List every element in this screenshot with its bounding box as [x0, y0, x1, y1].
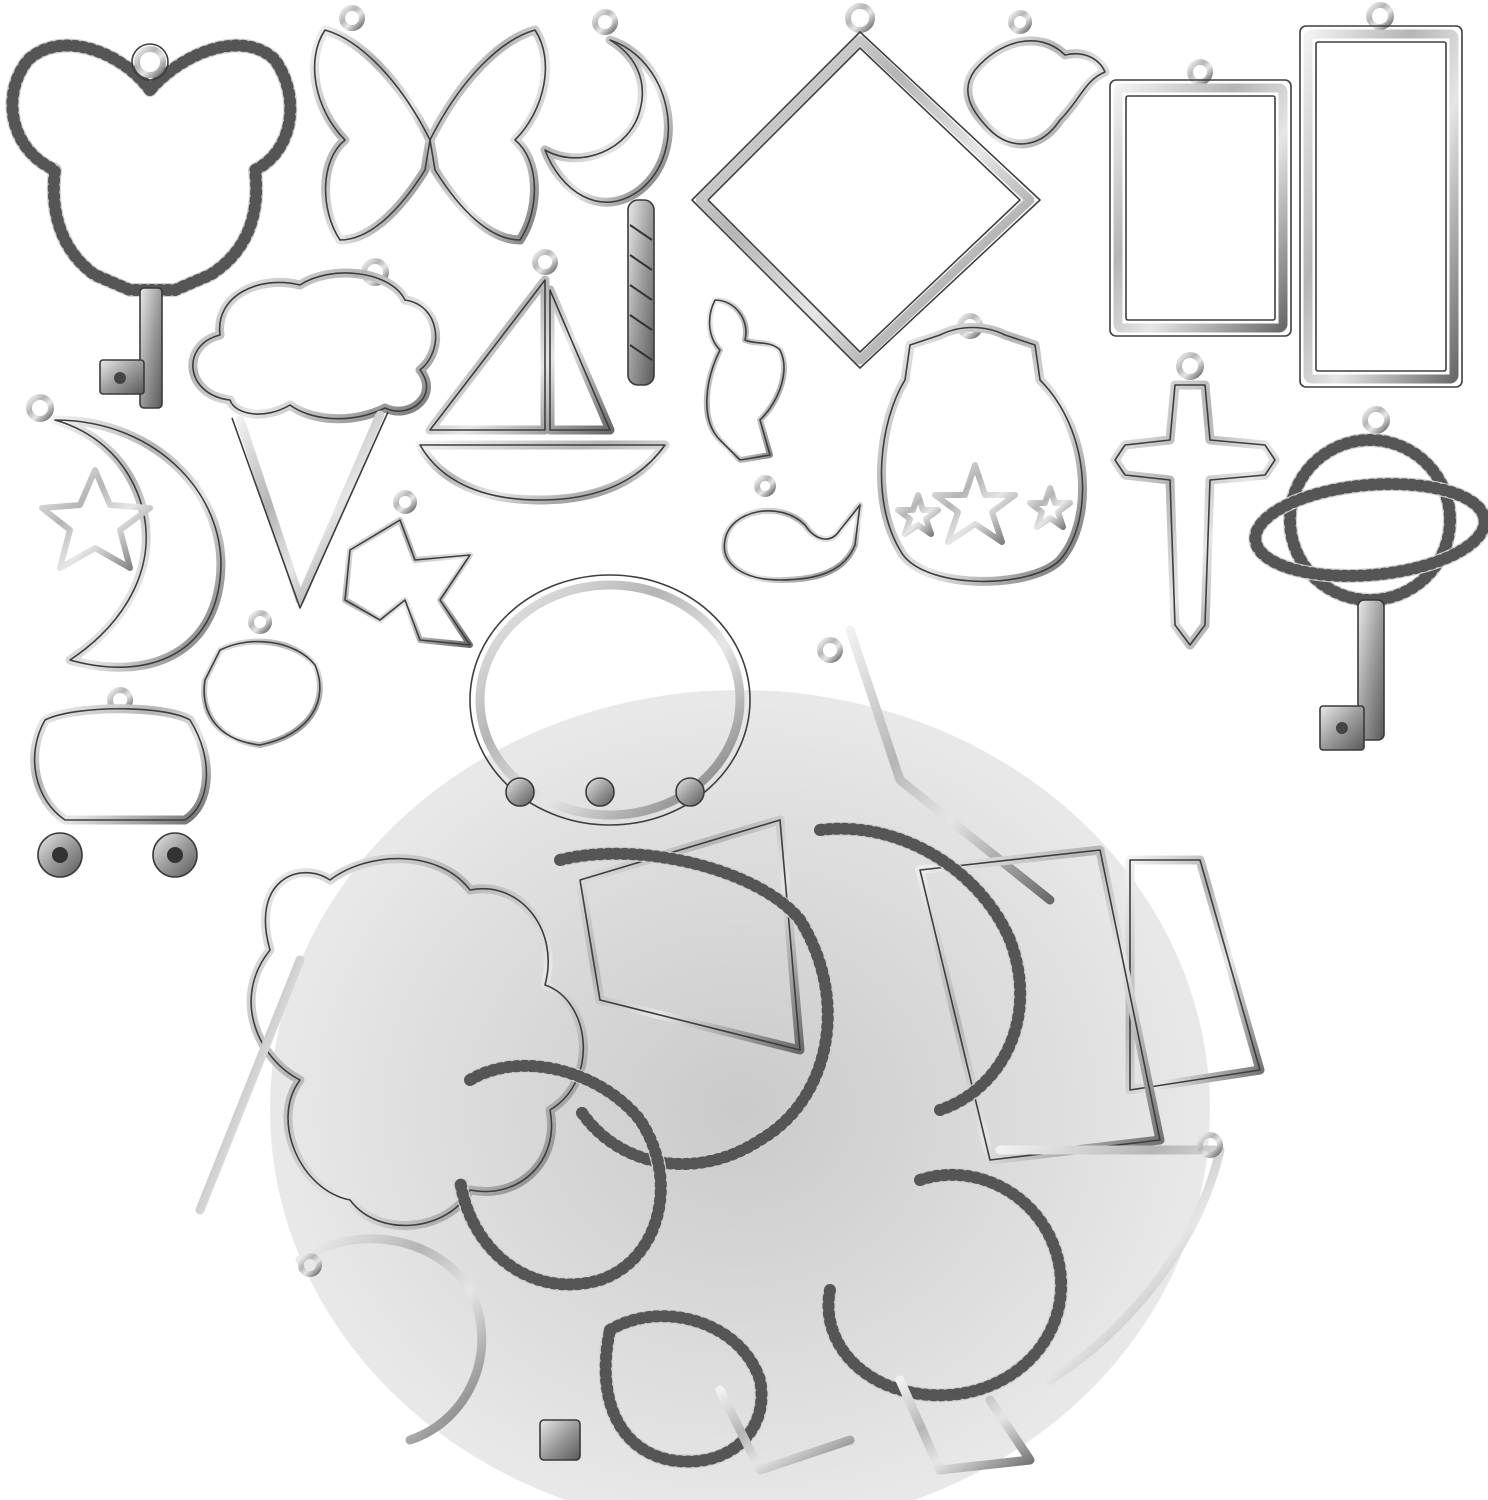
sailboat-frame-charm [415, 249, 670, 505]
shell-frame-charm [201, 610, 323, 748]
whale-charm [721, 475, 863, 583]
square-frame-charm [691, 3, 1041, 369]
cat-star-frame-charm [877, 313, 1087, 586]
butterfly-frame-charm [310, 5, 550, 245]
charm-pile [195, 574, 1265, 1500]
small-rectangle-frame-charm [1109, 59, 1292, 337]
planet-key-charm [1248, 406, 1488, 751]
bird-charm [963, 10, 1110, 149]
ice-cream-cone-frame-charm [188, 258, 440, 609]
mouse-ears-key-charm [5, 38, 298, 409]
bow-frame-charm [342, 490, 473, 648]
rabbit-charm [703, 297, 787, 463]
crescent-moon-star-charm [26, 394, 226, 672]
cross-frame-charm [1110, 352, 1280, 650]
tall-rectangle-frame-charm [1299, 2, 1463, 388]
carriage-frame-charm [12, 687, 228, 878]
moon-wand-charm [540, 9, 673, 386]
